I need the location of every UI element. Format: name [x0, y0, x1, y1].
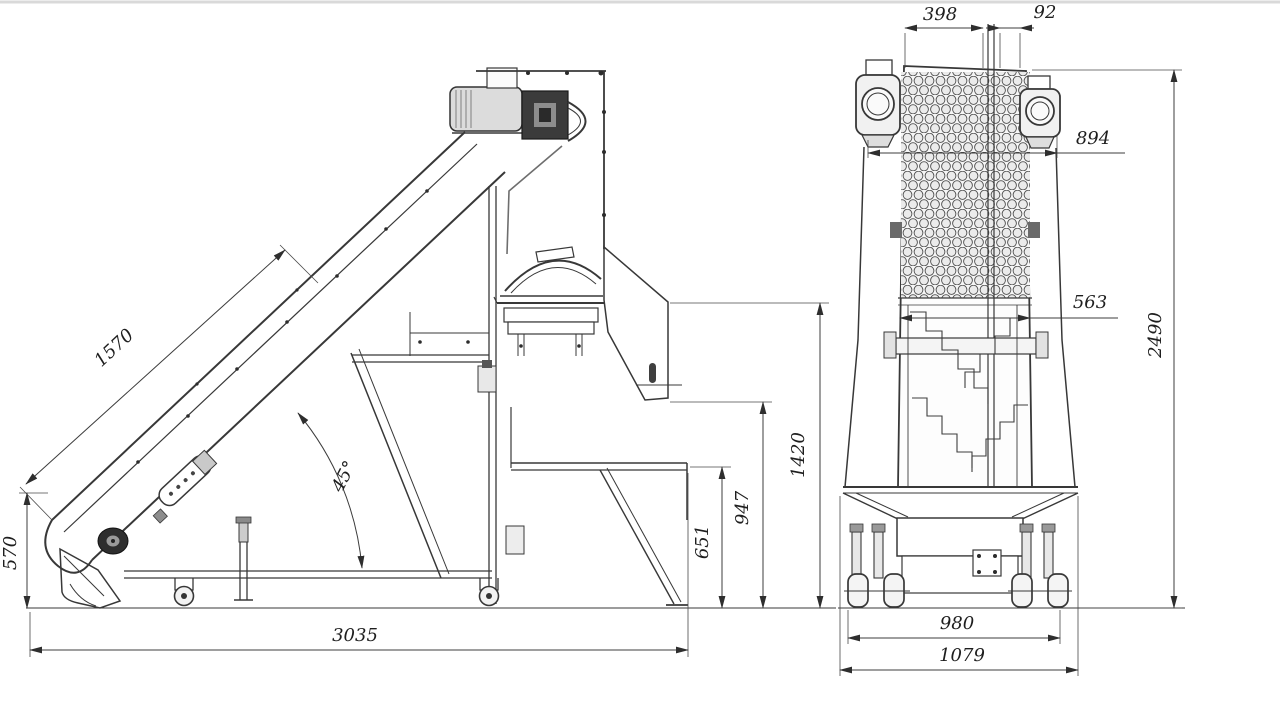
- support-frame: [124, 186, 500, 607]
- dim-label-infeed-height: 570: [0, 536, 21, 570]
- belt-nose-cap: [44, 519, 93, 574]
- rear-leg: [599, 469, 675, 605]
- wheelset-right: [1008, 523, 1072, 608]
- leveling-jack: [234, 516, 253, 601]
- outer-wall-right: [1055, 147, 1076, 488]
- dim-label-overall-height: 2490: [1145, 312, 1166, 359]
- dim-label-belt-length: 1570: [90, 325, 138, 372]
- post-bracket: [477, 365, 497, 393]
- shelf-bracket: [505, 525, 525, 555]
- dim-label-top-width: 398: [923, 4, 957, 25]
- dim-label-column-width: 563: [1073, 292, 1107, 313]
- hopper: [842, 486, 1079, 594]
- diagonal-brace: [350, 352, 442, 579]
- wheelset-left: [844, 523, 910, 608]
- drive-motor-assembly: [449, 67, 587, 142]
- dim-label-overall-width: 1079: [939, 645, 985, 666]
- dim-label-overall-length: 3035: [332, 625, 378, 646]
- motor-fins: [455, 90, 472, 128]
- front-view: [842, 24, 1079, 608]
- motor-terminal-box: [486, 67, 518, 89]
- side-flange-right: [1028, 222, 1040, 238]
- cross-beam: [895, 337, 1037, 355]
- frame-bolts: [526, 70, 606, 217]
- infeed-lip-detail: [63, 555, 105, 607]
- belt-guard: [567, 101, 587, 142]
- inclined-belt-conveyor: [44, 131, 506, 609]
- cleat-stairs: [907, 305, 1028, 487]
- dim-label-discharge-lip-height: 947: [732, 490, 753, 525]
- dim-label-motor-span: 894: [1076, 128, 1110, 149]
- lower-shelf: [505, 407, 688, 606]
- front-motor-right: [1019, 75, 1061, 149]
- top-frame: [476, 70, 606, 255]
- discharge-chute: [603, 245, 682, 401]
- mesh-belt-pattern: [901, 72, 1030, 298]
- caster-wheel-front: [173, 578, 195, 607]
- dim-label-wheel-track: 980: [940, 613, 974, 634]
- outer-wall-left: [844, 146, 865, 488]
- dim-label-frame-height: 651: [692, 525, 713, 559]
- hood-cap: [535, 246, 575, 263]
- drive-roller: [97, 527, 129, 555]
- discharge-table: [493, 246, 610, 356]
- side-view: [44, 67, 688, 609]
- table-hood-arc: [504, 259, 602, 292]
- infeed-lip: [59, 547, 122, 609]
- hood-back-edge: [506, 145, 563, 255]
- side-flange-left: [890, 222, 902, 238]
- caster-wheel-rear: [478, 578, 500, 607]
- front-motor-left: [855, 59, 901, 148]
- dim-label-discharge-top-height: 1420: [788, 432, 809, 478]
- chute-pin: [649, 363, 656, 383]
- dim-label-top-offset: 92: [1034, 2, 1057, 23]
- belt-tensioner: [152, 449, 218, 524]
